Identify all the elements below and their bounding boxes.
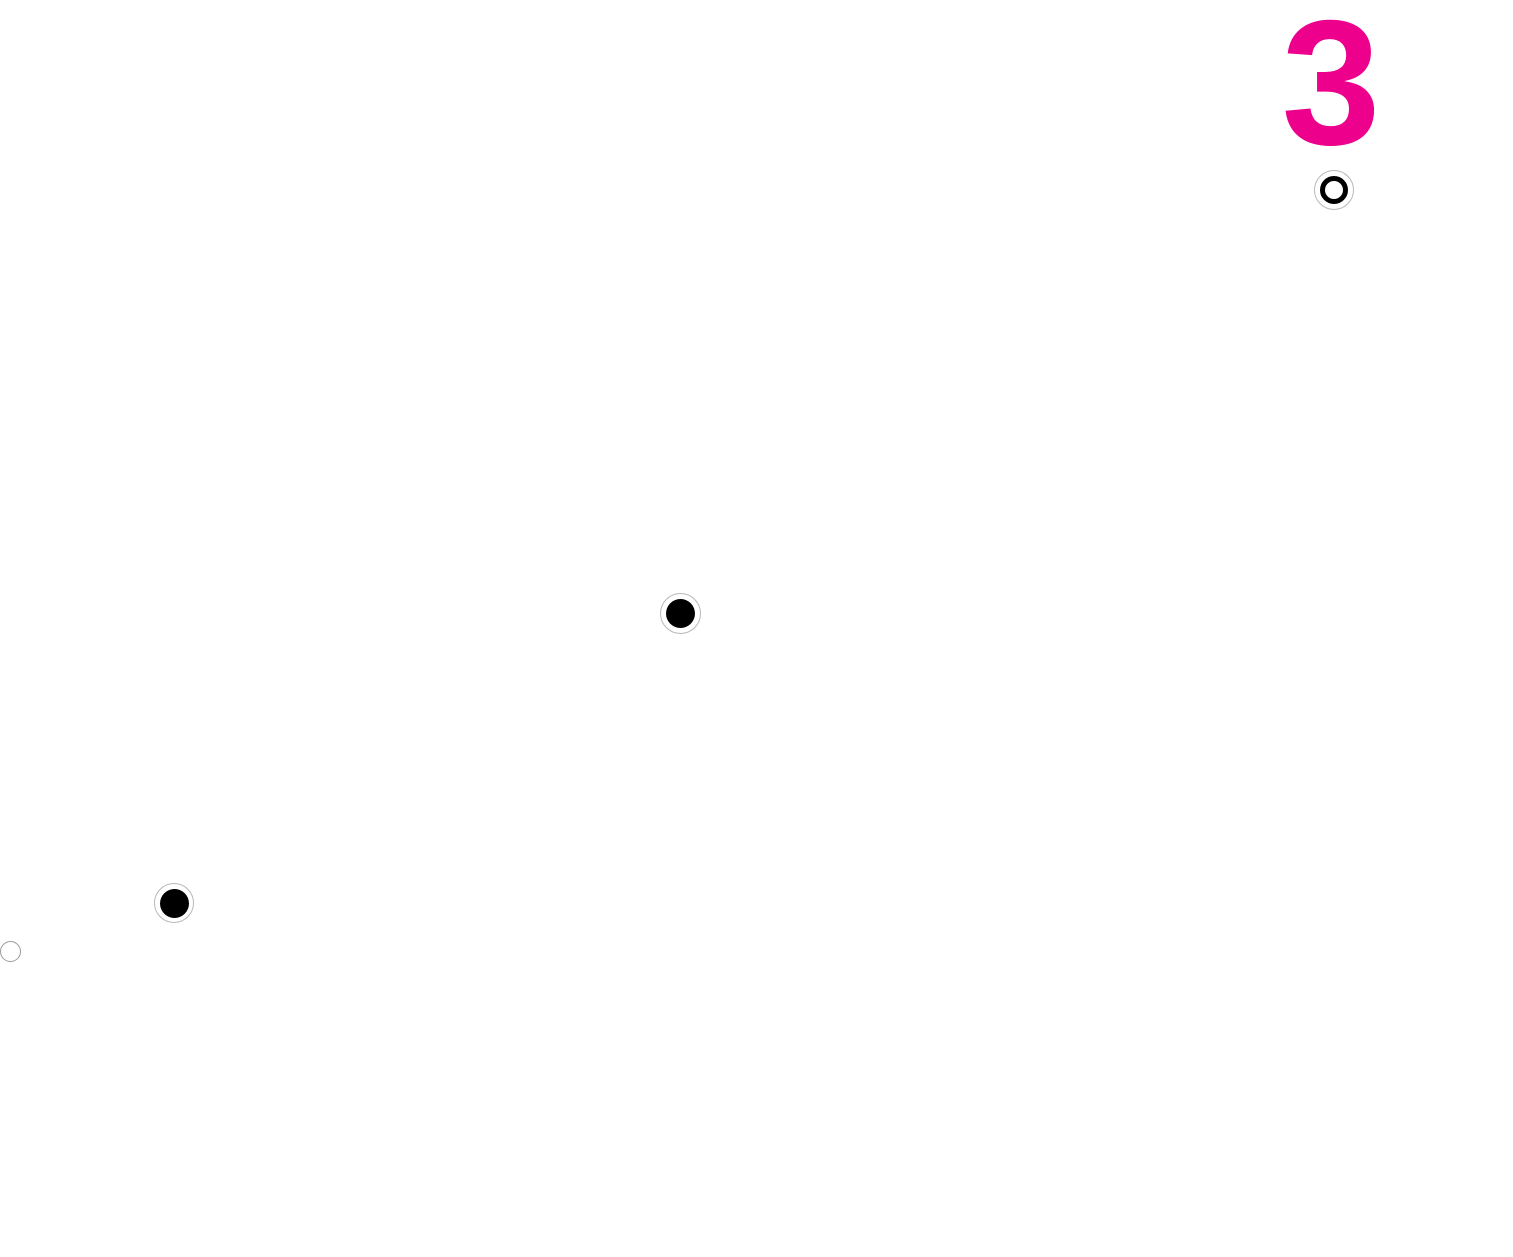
hollow-circle-icon [0, 941, 21, 962]
ring-icon [1320, 176, 1348, 204]
dot-icon [160, 889, 189, 918]
score-counter: 3 [1281, 0, 1381, 182]
open-ring-target[interactable] [1314, 170, 1354, 210]
dot-icon [666, 599, 695, 628]
filled-dot-target[interactable] [660, 593, 701, 634]
filled-dot-target[interactable] [154, 883, 194, 923]
